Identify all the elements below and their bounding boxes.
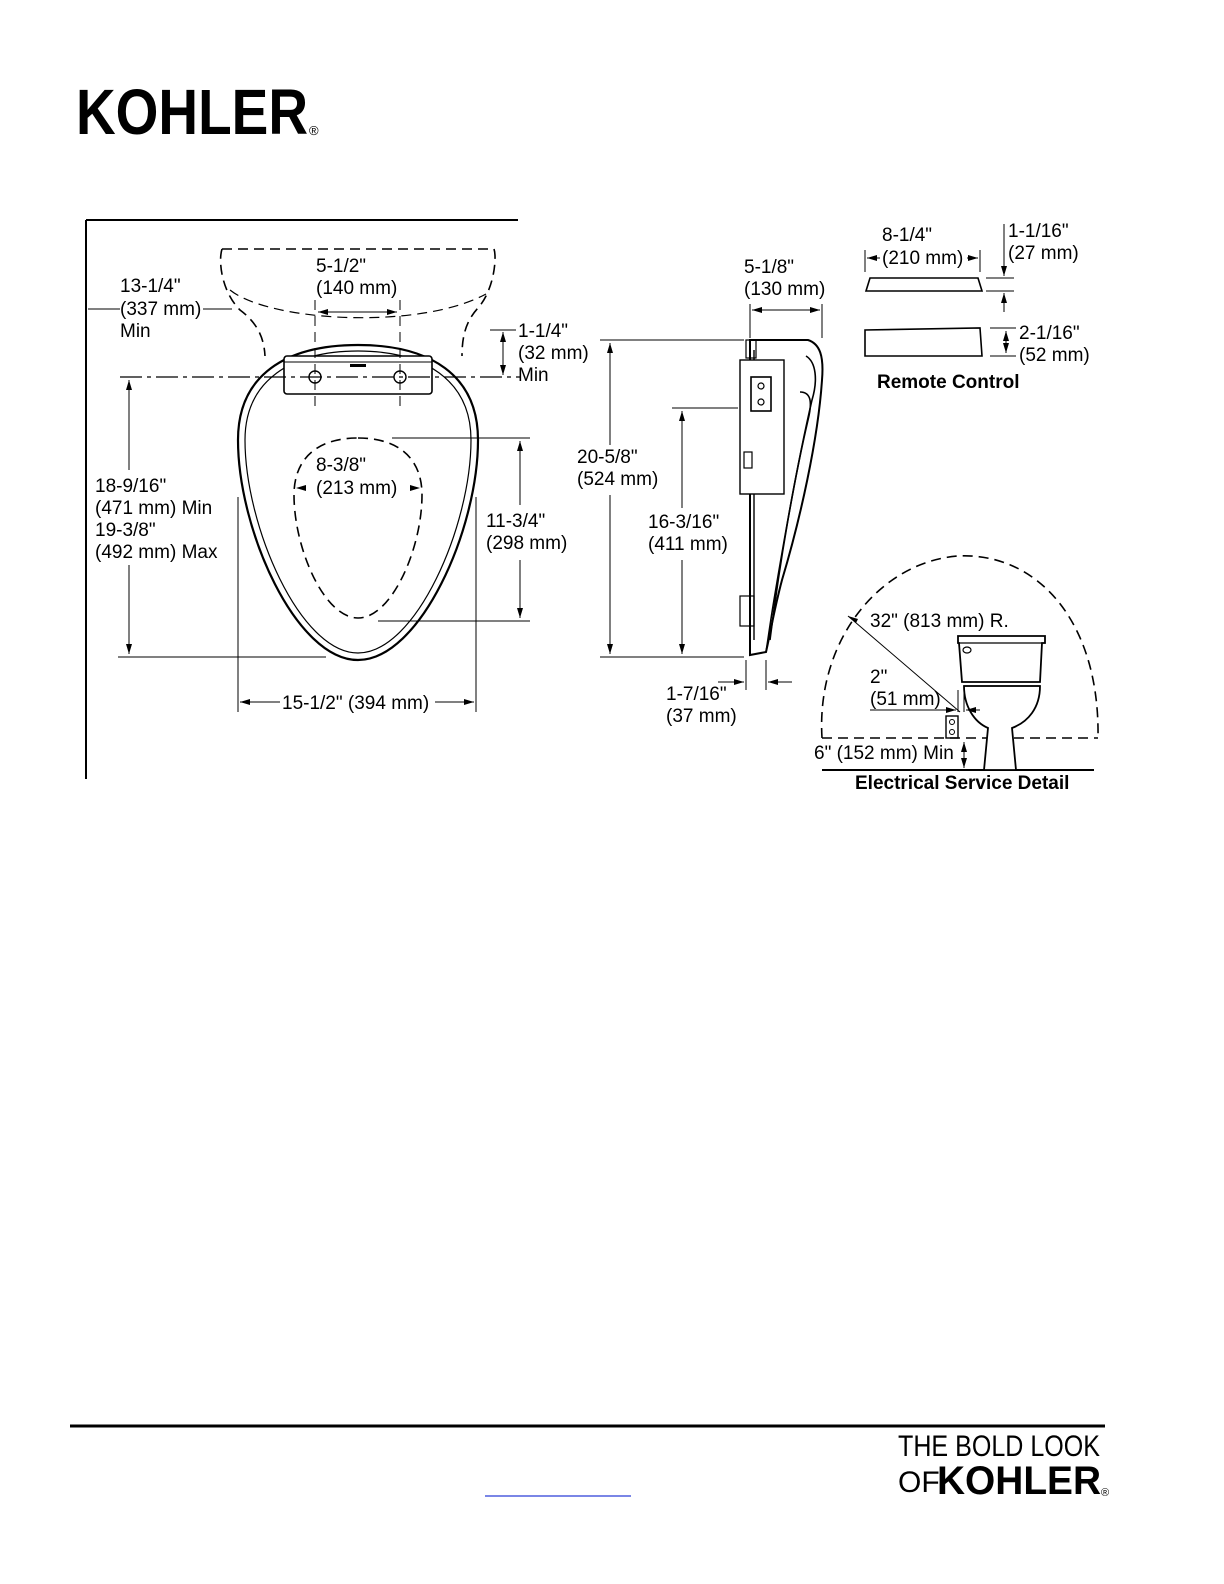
opening-width-mm: (213 mm) [316, 478, 397, 499]
outlet-floor-height: 6" (152 mm) Min [814, 743, 954, 764]
holder-height-mm: (27 mm) [1008, 243, 1079, 264]
seat-length-max-in: 19-3/8" [95, 520, 156, 541]
outlet-offset-in: 2" [870, 667, 887, 688]
holder-height-in: 1-1/16" [1008, 221, 1069, 242]
bolt-spacing-mm: (140 mm) [316, 278, 397, 299]
electrical-detail-labels: 32" (813 mm) R. 2" (51 mm) 6" (152 mm) M… [814, 611, 1069, 794]
bolt-spacing-in: 5-1/2" [316, 256, 366, 277]
kohler-logo: KOHLER ® [76, 76, 319, 148]
bolt-to-tank-mm: (32 mm) [518, 343, 589, 364]
seat-length-max-mm: (492 mm) Max [95, 542, 218, 563]
seat-length-min-in: 18-9/16" [95, 476, 166, 497]
service-radius: 32" (813 mm) R. [870, 611, 1009, 632]
top-view-labels: 13-1/4" (337 mm) Min 5-1/2" (140 mm) 1-1… [95, 256, 589, 714]
overall-length-mm: (524 mm) [577, 469, 658, 490]
bottom-offset-mm: (37 mm) [666, 706, 737, 727]
bottom-offset-in: 1-7/16" [666, 684, 727, 705]
brand-logo-text: KOHLER [76, 76, 308, 148]
lid-length-in: 16-3/16" [648, 512, 719, 533]
top-width-mm: (130 mm) [744, 279, 825, 300]
footer-registered-mark: ® [1101, 1487, 1109, 1499]
remote-width-in: 8-1/4" [882, 225, 932, 246]
remote-control-diagram [864, 224, 1016, 357]
seat-length-min-mm: (471 mm) Min [95, 498, 212, 519]
side-view-labels: 5-1/8" (130 mm) 20-5/8" (524 mm) 16-3/16… [577, 257, 825, 727]
registered-mark: ® [309, 123, 319, 138]
remote-height-mm: (52 mm) [1019, 345, 1090, 366]
wall-clearance-in: 13-1/4" [120, 276, 181, 297]
opening-width-in: 8-3/8" [316, 455, 366, 476]
remote-control-caption: Remote Control [877, 372, 1020, 393]
bolt-to-tank-note: Min [518, 365, 549, 386]
wall-clearance-mm: (337 mm) [120, 299, 201, 320]
seat-width: 15-1/2" (394 mm) [282, 693, 429, 714]
top-width-in: 5-1/8" [744, 257, 794, 278]
bolt-to-tank-in: 1-1/4" [518, 321, 568, 342]
opening-length-mm: (298 mm) [486, 533, 567, 554]
electrical-detail-diagram [820, 555, 1099, 771]
tagline-line-1: THE BOLD LOOK [898, 1430, 1100, 1463]
overall-length-in: 20-5/8" [577, 447, 638, 468]
lid-length-mm: (411 mm) [648, 534, 728, 555]
footer-brand-logo: KOHLER [937, 1459, 1101, 1503]
tagline-of: OF [898, 1466, 940, 1499]
remote-control-labels: 8-1/4" (210 mm) 1-1/16" (27 mm) 2-1/16" … [877, 221, 1090, 393]
remote-height-in: 2-1/16" [1019, 323, 1080, 344]
electrical-detail-caption: Electrical Service Detail [855, 773, 1069, 794]
wall-clearance-note: Min [120, 321, 151, 342]
outlet-offset-mm: (51 mm) [870, 689, 941, 710]
remote-width-mm: (210 mm) [882, 248, 963, 269]
footer: THE BOLD LOOK OF KOHLER ® [70, 1424, 1109, 1503]
side-view-diagram [600, 304, 824, 690]
top-view-diagram [85, 219, 530, 779]
opening-length-in: 11-3/4" [486, 511, 545, 532]
